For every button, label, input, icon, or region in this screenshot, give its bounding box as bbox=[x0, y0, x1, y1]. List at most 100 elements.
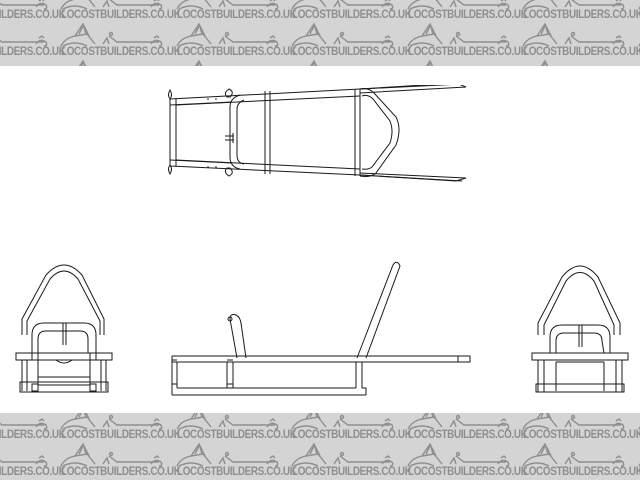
kit-car-logo-icon bbox=[194, 59, 203, 66]
watermark-tile: LOCOSTBUILDERS.CO.UK bbox=[175, 22, 297, 59]
watermark-tile: LOCOSTBUILDERS.CO.UK bbox=[406, 22, 528, 59]
chassis-front-view bbox=[15, 264, 113, 393]
watermark-text: LOCOSTBUILDERS.CO.UK bbox=[176, 9, 297, 21]
kit-car-logo-icon bbox=[0, 418, 48, 430]
watermark-text: LOCOSTBUILDERS.CO.UK bbox=[292, 429, 412, 441]
watermark-row: LOCOSTBUILDERS.CO.UK LOCOSTBUILDERS.CO.U… bbox=[0, 442, 640, 479]
kit-car-logo-icon bbox=[176, 0, 279, 10]
watermark-text: LOCOSTBUILDERS.CO.UK bbox=[61, 46, 181, 58]
watermark-tile: LOCOSTBUILDERS.CO.UK bbox=[175, 59, 286, 66]
kit-car-logo-icon bbox=[60, 0, 163, 10]
watermark-tile: LOCOSTBUILDERS.CO.UK bbox=[290, 413, 412, 442]
watermark-tile: LOCOSTBUILDERS.CO.UK bbox=[406, 0, 528, 22]
kit-car-logo-icon bbox=[60, 413, 163, 430]
watermark-text: LOCOSTBUILDERS.CO.UK bbox=[407, 46, 528, 58]
watermark-text: LOCOSTBUILDERS.CO.UK bbox=[0, 46, 66, 58]
watermark-text: LOCOSTBUILDERS.CO.UK bbox=[61, 429, 181, 441]
kit-car-logo-icon bbox=[0, 35, 48, 47]
chassis-top-view bbox=[168, 85, 467, 182]
watermark-tile: LOCOSTBUILDERS.CO.UK bbox=[0, 0, 66, 22]
watermark-tile: LOCOSTBUILDERS.CO.UK bbox=[0, 442, 66, 479]
watermark-tile: LOCOSTBUILDERS.CO.UK bbox=[175, 442, 297, 479]
watermark-text: LOCOSTBUILDERS.CO.UK bbox=[292, 466, 412, 478]
watermark-text: LOCOSTBUILDERS.CO.UK bbox=[523, 46, 640, 58]
watermark-tile: LOCOSTBUILDERS.CO.UK bbox=[521, 413, 640, 442]
watermark-tile: LOCOSTBUILDERS.CO.UK bbox=[0, 22, 66, 59]
watermark-text: LOCOSTBUILDERS.CO.UK bbox=[639, 429, 640, 441]
watermark-text: LOCOSTBUILDERS.CO.UK bbox=[61, 466, 181, 478]
kit-car-logo-icon bbox=[291, 0, 394, 10]
kit-car-logo-icon bbox=[541, 59, 549, 66]
kit-car-logo-icon bbox=[522, 22, 625, 47]
kit-car-logo-icon bbox=[291, 413, 394, 430]
watermark-tile: LOCOSTBUILDERS.CO.UK bbox=[0, 59, 55, 66]
watermark-tile: LOCOSTBUILDERS.CO.UK bbox=[521, 0, 640, 22]
watermark-tile: LOCOSTBUILDERS.CO.UK bbox=[290, 0, 412, 22]
kit-car-logo-icon bbox=[60, 22, 163, 47]
watermark-text: LOCOSTBUILDERS.CO.UK bbox=[0, 466, 66, 478]
watermark-tile: LOCOSTBUILDERS.CO.UK bbox=[59, 22, 181, 59]
watermark-tile: LOCOSTBUILDERS.CO.UK bbox=[290, 59, 401, 66]
watermark-banner-top: LOCOSTBUILDERS.CO.UK LOCOSTBUILDERS.CO.U… bbox=[0, 0, 640, 66]
watermark-text: LOCOSTBUILDERS.CO.UK bbox=[639, 46, 640, 58]
kit-car-logo-icon bbox=[176, 442, 279, 467]
watermark-tile: LOCOSTBUILDERS.CO.UK bbox=[521, 442, 640, 479]
watermark-text: LOCOSTBUILDERS.CO.UK bbox=[0, 429, 66, 441]
watermark-tile: LOCOSTBUILDERS.CO.UK bbox=[406, 413, 528, 442]
kit-car-logo-icon bbox=[425, 59, 434, 66]
watermark-text: LOCOSTBUILDERS.CO.UK bbox=[639, 466, 640, 478]
kit-car-logo-icon bbox=[407, 442, 510, 467]
watermark-text: LOCOSTBUILDERS.CO.UK bbox=[176, 429, 297, 441]
watermark-tile: LOCOSTBUILDERS.CO.UK bbox=[406, 442, 528, 479]
watermark-tile: LOCOSTBUILDERS.CO.UK bbox=[175, 0, 297, 22]
watermark-tile: LOCOSTBUILDERS.CO.UK bbox=[290, 442, 412, 479]
watermark-tile: LOCOSTBUILDERS.CO.UK bbox=[406, 59, 517, 66]
kit-car-logo-icon bbox=[176, 22, 279, 47]
watermark-row: LOCOSTBUILDERS.CO.UK LOCOSTBUILDERS.CO.U… bbox=[0, 413, 640, 442]
watermark-row: LOCOSTBUILDERS.CO.UK LOCOSTBUILDERS.CO.U… bbox=[0, 22, 640, 59]
kit-car-logo-icon bbox=[79, 59, 87, 66]
watermark-text: LOCOSTBUILDERS.CO.UK bbox=[61, 9, 181, 21]
kit-car-logo-icon bbox=[0, 59, 55, 66]
watermark-text: LOCOSTBUILDERS.CO.UK bbox=[292, 9, 412, 21]
kit-car-logo-icon bbox=[60, 442, 163, 467]
watermark-row: LOCOSTBUILDERS.CO.UK LOCOSTBUILDERS.CO.U… bbox=[0, 0, 640, 22]
kit-car-logo-icon bbox=[407, 0, 510, 10]
watermark-tile: LOCOSTBUILDERS.CO.UK bbox=[290, 22, 412, 59]
kit-car-logo-icon bbox=[522, 413, 625, 430]
watermark-banner-bottom: LOCOSTBUILDERS.CO.UK LOCOSTBUILDERS.CO.U… bbox=[0, 413, 640, 480]
watermark-text: LOCOSTBUILDERS.CO.UK bbox=[176, 466, 297, 478]
watermark-tile: LOCOSTBUILDERS.CO.UK bbox=[521, 59, 632, 66]
watermark-text: LOCOSTBUILDERS.CO.UK bbox=[523, 466, 640, 478]
chassis-rear-view bbox=[531, 265, 629, 393]
watermark-tile: LOCOSTBUILDERS.CO.UK bbox=[59, 0, 181, 22]
chassis-drawing bbox=[0, 66, 640, 413]
watermark-tile: LOCOSTBUILDERS.CO.UK bbox=[521, 22, 640, 59]
watermark-text: LOCOSTBUILDERS.CO.UK bbox=[0, 9, 66, 21]
kit-car-logo-icon bbox=[0, 0, 48, 10]
kit-car-logo-icon bbox=[0, 455, 48, 467]
kit-car-logo-icon bbox=[291, 442, 394, 467]
watermark-tile: LOCOSTBUILDERS.CO.UK bbox=[59, 413, 181, 442]
watermark-text: LOCOSTBUILDERS.CO.UK bbox=[407, 466, 528, 478]
kit-car-logo-icon bbox=[176, 413, 279, 430]
watermark-text: LOCOSTBUILDERS.CO.UK bbox=[523, 9, 640, 21]
kit-car-logo-icon bbox=[407, 413, 510, 430]
watermark-text: LOCOSTBUILDERS.CO.UK bbox=[523, 429, 640, 441]
watermark-text: LOCOSTBUILDERS.CO.UK bbox=[639, 9, 640, 21]
chassis-side-view bbox=[171, 261, 471, 396]
watermark-tile: LOCOSTBUILDERS.CO.UK bbox=[59, 442, 181, 479]
kit-car-logo-icon bbox=[407, 22, 510, 47]
watermark-tile: LOCOSTBUILDERS.CO.UK bbox=[175, 413, 297, 442]
watermark-text: LOCOSTBUILDERS.CO.UK bbox=[292, 46, 412, 58]
kit-car-logo-icon bbox=[522, 0, 625, 10]
watermark-row: LOCOSTBUILDERS.CO.UK LOCOSTBUILDERS.CO.U… bbox=[0, 59, 640, 66]
watermark-tile: LOCOSTBUILDERS.CO.UK bbox=[0, 413, 66, 442]
watermark-text: LOCOSTBUILDERS.CO.UK bbox=[176, 46, 297, 58]
watermark-text: LOCOSTBUILDERS.CO.UK bbox=[407, 429, 528, 441]
watermark-tile: LOCOSTBUILDERS.CO.UK bbox=[59, 59, 170, 66]
kit-car-logo-icon bbox=[291, 22, 394, 47]
kit-car-logo-icon bbox=[522, 442, 625, 467]
kit-car-logo-icon bbox=[310, 59, 318, 66]
watermark-text: LOCOSTBUILDERS.CO.UK bbox=[407, 9, 528, 21]
